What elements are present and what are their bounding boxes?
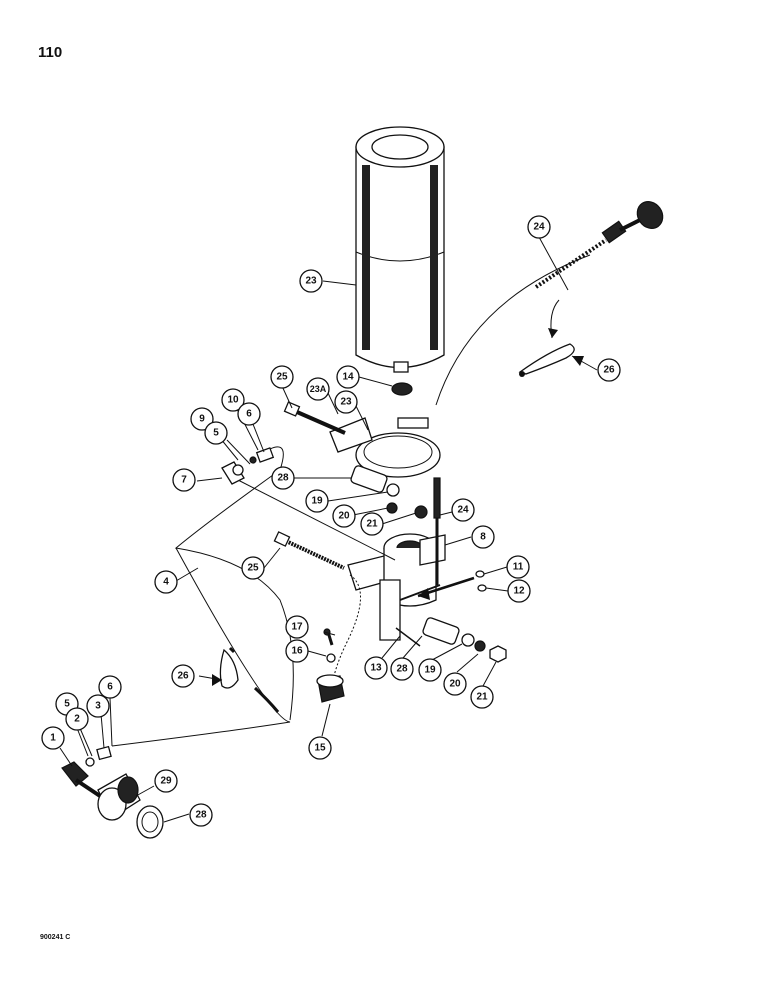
page-number: 110 (38, 44, 63, 61)
svg-text:23: 23 (340, 397, 352, 408)
callout-26-lower: 28 (390, 657, 414, 681)
callout-21-lower: 21 (470, 685, 494, 709)
callout-24-upper: 24 (527, 215, 551, 239)
callout-11: 11 (506, 555, 530, 579)
svg-text:6: 6 (246, 409, 252, 420)
figure-code: 900241 C (40, 934, 71, 941)
callout-26-upper: 28 (271, 466, 295, 490)
svg-text:28: 28 (195, 810, 207, 821)
svg-text:19: 19 (424, 665, 436, 676)
callout-20-lower: 20 (443, 672, 467, 696)
svg-text:29: 29 (160, 776, 172, 787)
svg-text:19: 19 (311, 496, 323, 507)
svg-text:11: 11 (513, 562, 524, 573)
callout-14: 14 (336, 365, 360, 389)
callout-2: 2 (65, 707, 89, 731)
callout-24-lower: 24 (451, 498, 475, 522)
svg-text:20: 20 (449, 679, 461, 690)
svg-text:17: 17 (291, 622, 303, 633)
svg-text:26: 26 (177, 671, 189, 682)
svg-text:24: 24 (533, 222, 545, 233)
callout-22: 23 (299, 269, 323, 293)
elbow-fitting-lower (61, 745, 112, 798)
fuel-lines (111, 446, 396, 747)
callout-29: 29 (154, 769, 178, 793)
leader-lines (59, 236, 598, 823)
callout-27-lower: 26 (171, 664, 195, 688)
svg-text:24: 24 (457, 505, 469, 516)
elbow-fitting-upper (221, 447, 275, 485)
svg-text:20: 20 (338, 511, 350, 522)
svg-text:3: 3 (95, 701, 101, 712)
callout-25-lower: 25 (241, 556, 265, 580)
mounting-bracket (273, 401, 507, 663)
callout-19-lower: 19 (418, 658, 442, 682)
callout-6-lower: 6 (98, 675, 122, 699)
svg-text:4: 4 (163, 577, 169, 588)
svg-text:21: 21 (476, 692, 488, 703)
svg-text:12: 12 (513, 586, 525, 597)
callout-17: 17 (285, 615, 309, 639)
callout-12: 12 (507, 579, 531, 603)
callout-7: 7 (172, 468, 196, 492)
callout-27-upper: 26 (597, 358, 621, 382)
callout-28: 28 (189, 803, 213, 827)
cable-clip-lower (219, 646, 280, 713)
svg-text:6: 6 (107, 682, 113, 693)
callout-19-upper: 19 (305, 489, 329, 513)
svg-text:21: 21 (366, 519, 378, 530)
callout-20-upper: 20 (332, 504, 356, 528)
svg-text:14: 14 (342, 372, 354, 383)
svg-text:5: 5 (64, 699, 70, 710)
svg-text:7: 7 (181, 475, 187, 486)
svg-text:28: 28 (277, 473, 289, 484)
seal-ring (391, 382, 413, 396)
svg-text:15: 15 (314, 743, 326, 754)
cable-clip-upper (518, 343, 575, 377)
callout-23: 23 (334, 390, 358, 414)
callout-5-upper: 5 (204, 421, 228, 445)
callout-13: 13 (364, 656, 388, 680)
svg-text:10: 10 (227, 395, 239, 406)
callout-8: 8 (471, 525, 495, 549)
svg-text:28: 28 (396, 664, 408, 675)
svg-text:1: 1 (50, 733, 56, 744)
callout-16: 16 (285, 639, 309, 663)
callout-3: 3 (86, 694, 110, 718)
control-cable (435, 201, 664, 406)
drain-plug (316, 574, 361, 703)
svg-text:23: 23 (305, 276, 317, 287)
callout-1: 1 (41, 726, 65, 750)
filter-canister (355, 126, 445, 373)
callout-23a: 23A (306, 377, 330, 401)
svg-text:13: 13 (370, 663, 382, 674)
callouts: 23 24 26 14 25 23A 23 10 9 6 5 7 28 19 2… (41, 215, 621, 827)
callout-15: 15 (308, 736, 332, 760)
callout-10: 10 (221, 388, 245, 412)
tank-fitting (97, 773, 164, 839)
svg-text:25: 25 (247, 563, 259, 574)
callout-6-upper: 6 (237, 402, 261, 426)
callout-21-upper: 21 (360, 512, 384, 536)
svg-text:25: 25 (276, 372, 288, 383)
callout-4: 4 (154, 570, 178, 594)
svg-text:9: 9 (199, 414, 205, 425)
svg-text:26: 26 (603, 365, 615, 376)
svg-text:2: 2 (74, 714, 80, 725)
svg-text:16: 16 (291, 646, 303, 657)
callout-25-upper: 25 (270, 365, 294, 389)
svg-text:5: 5 (213, 428, 219, 439)
callout-9: 9 (190, 407, 214, 431)
svg-text:8: 8 (480, 532, 486, 543)
svg-text:23A: 23A (310, 384, 327, 394)
